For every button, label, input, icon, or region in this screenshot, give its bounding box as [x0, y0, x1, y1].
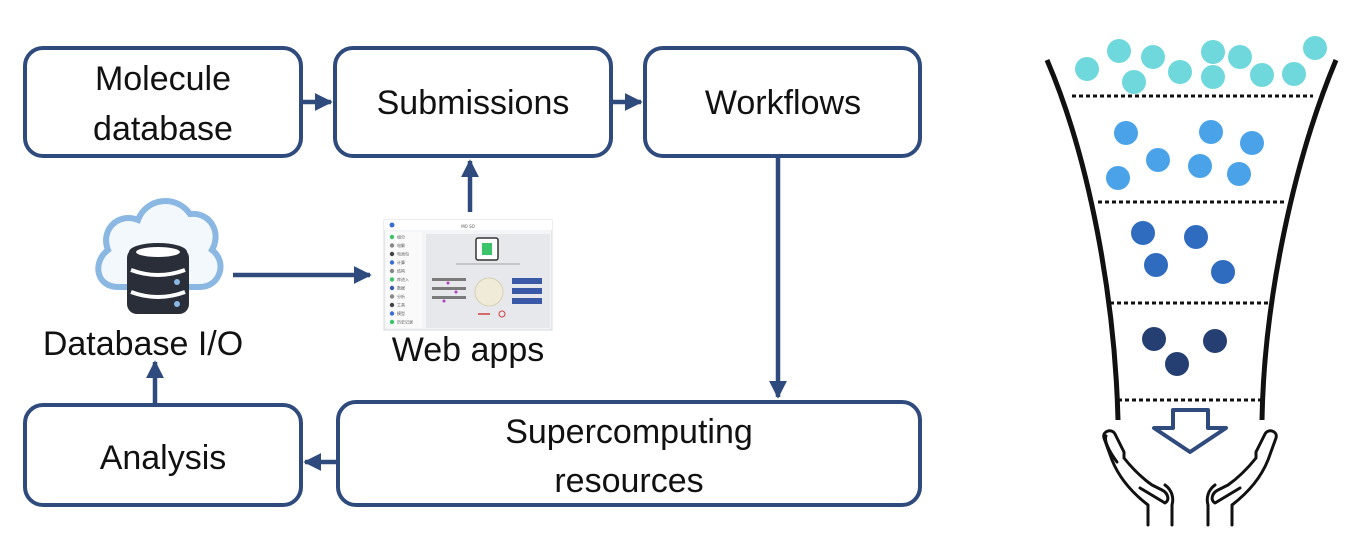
- supercomputing-label-line2: resources: [554, 462, 703, 500]
- web-app-menu-icon: [389, 294, 395, 299]
- cloud-database-icon: [95, 198, 224, 314]
- funnel-level-1-dots: [1075, 36, 1327, 94]
- web-app-menu-icon: [389, 311, 395, 316]
- web-app-menu-item: 结构: [397, 268, 405, 274]
- molecule-database-box: Molecule database: [23, 46, 303, 158]
- funnel-level-2-dots: [1106, 120, 1264, 190]
- web-app-menu-icon: [389, 277, 395, 282]
- supercomputing-resources-box: Supercomputing resources: [336, 400, 922, 507]
- web-app-menu-item: 库进入: [397, 276, 409, 282]
- web-app-menu-icon: [389, 319, 395, 325]
- submissions-label: Submissions: [377, 84, 570, 122]
- web-app-menu-icon: [389, 285, 395, 291]
- analysis-box: Analysis: [23, 403, 303, 507]
- web-app-menu-item: 工具: [397, 302, 405, 308]
- open-hands-icon: [1102, 429, 1278, 527]
- submissions-box: Submissions: [333, 46, 613, 158]
- web-app-menu-item: 组分: [397, 234, 405, 240]
- database-io-label: Database I/O: [43, 325, 243, 363]
- molecule-database-label-line1: Molecule: [95, 60, 231, 98]
- web-app-menu-item: 历史记录: [397, 319, 413, 325]
- web-app-menu-icon: [389, 251, 395, 257]
- funnel-icon: [1044, 36, 1339, 421]
- web-apps-label: Web apps: [392, 331, 544, 369]
- web-app-menu-item: 分析: [397, 293, 405, 299]
- web-app-menu-icon: [389, 302, 395, 308]
- web-app-menu-icon: [389, 243, 395, 248]
- web-app-brand: MO SO: [461, 224, 475, 229]
- workflows-label: Workflows: [705, 84, 861, 122]
- web-app-menu-icon: [389, 234, 395, 240]
- web-app-menu-icon: [389, 268, 395, 274]
- web-app-menu-icon: [389, 260, 395, 265]
- molecule-database-label-line2: database: [93, 110, 233, 148]
- supercomputing-label-line1: Supercomputing: [505, 413, 753, 451]
- web-app-menu-item: 电池包: [397, 251, 409, 257]
- web-app-menu-item: 电解: [397, 242, 405, 248]
- web-app-menu-item: 模型: [397, 310, 405, 316]
- web-app-menu-item: 计算: [397, 259, 405, 265]
- workflows-box: Workflows: [643, 46, 922, 158]
- down-arrow-icon: [1152, 408, 1228, 454]
- web-app-menu-item: 数据: [397, 285, 405, 291]
- analysis-label: Analysis: [100, 439, 227, 477]
- funnel-level-4-dots: [1142, 327, 1227, 376]
- funnel-level-3-dots: [1131, 221, 1235, 284]
